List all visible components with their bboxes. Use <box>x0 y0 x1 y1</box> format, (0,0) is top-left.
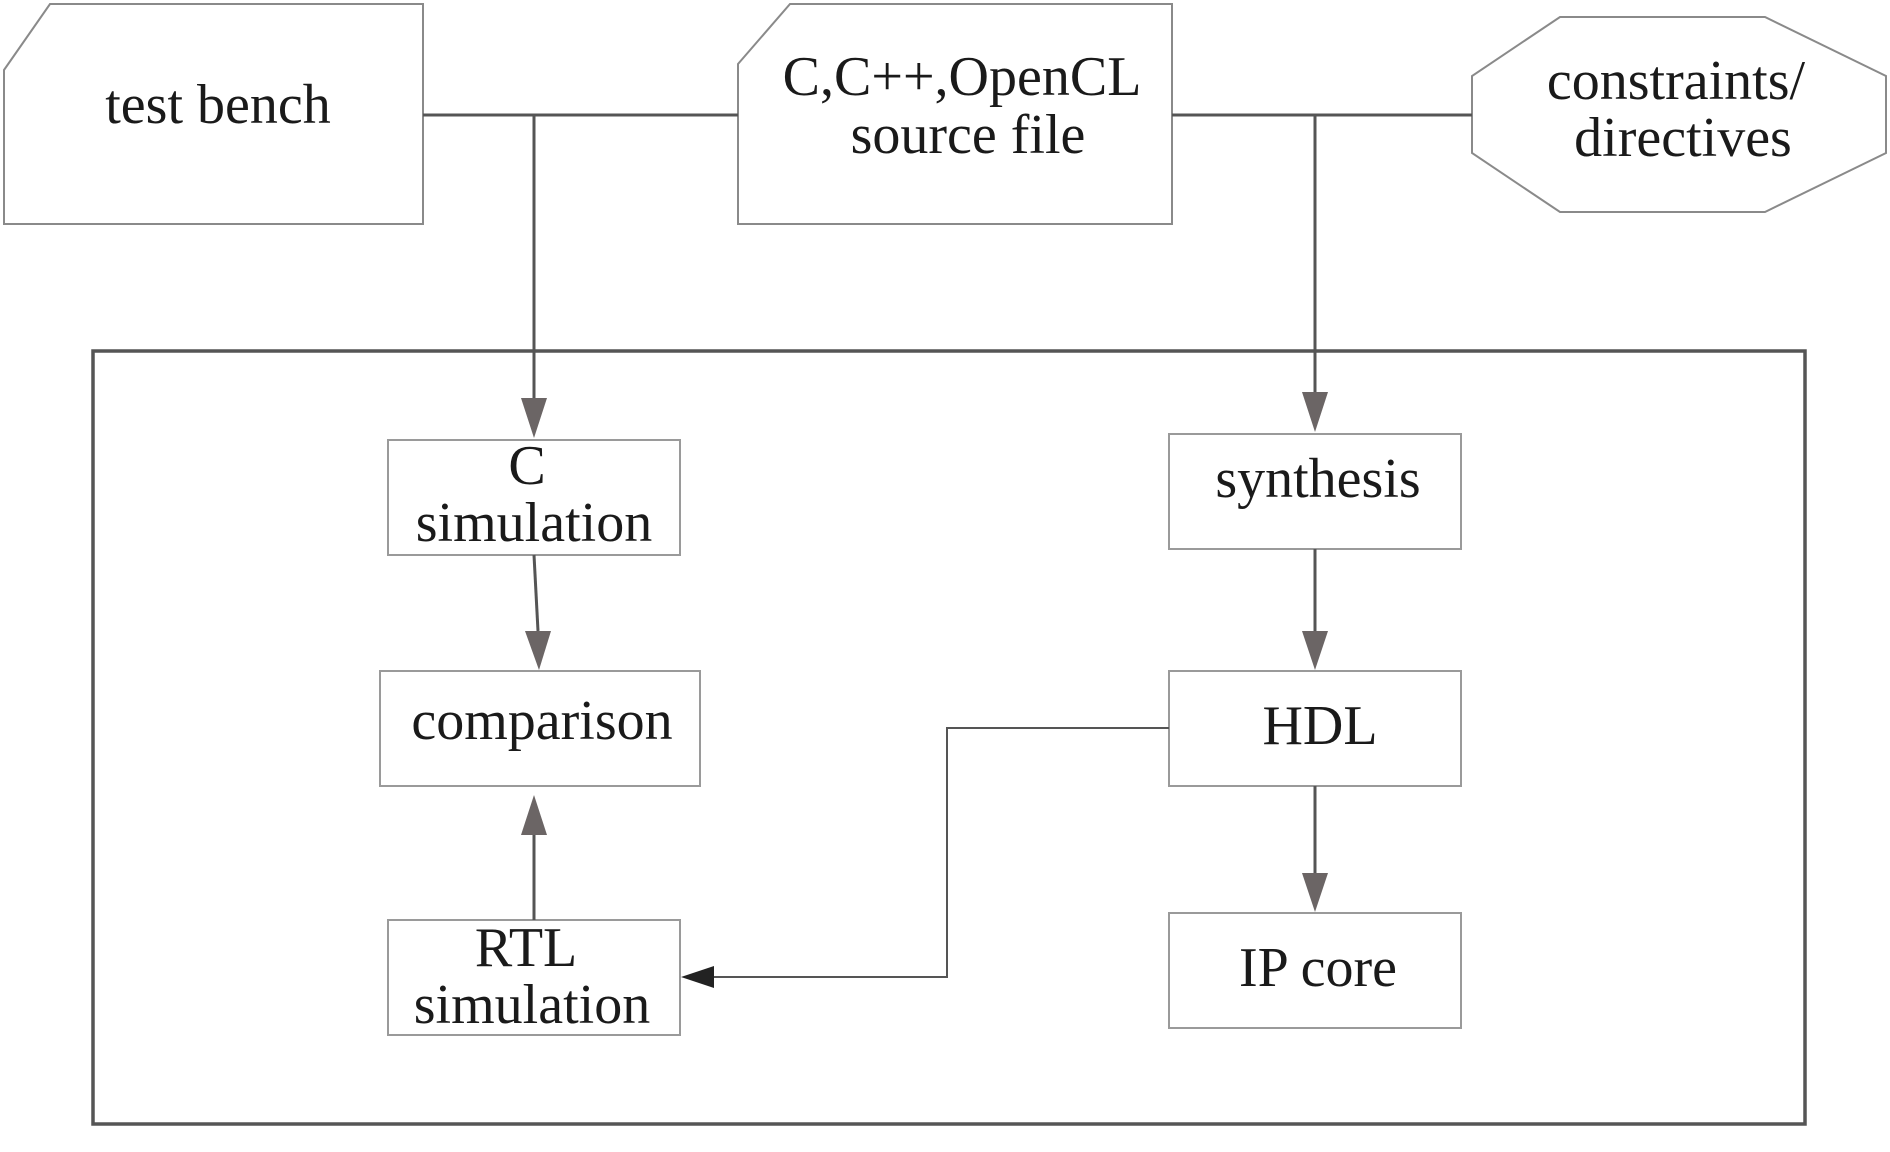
c-simulation-label: C simulation <box>416 435 652 554</box>
hdl-label-line-1: HDL <box>1262 695 1377 757</box>
ip-core-label-line-1: IP core <box>1239 937 1397 999</box>
constraints-shape <box>1471 16 1887 213</box>
synthesis-node: synthesis <box>1168 433 1462 550</box>
test-bench-label-line-1: test bench <box>105 74 330 136</box>
synthesis-label: synthesis <box>1215 448 1420 510</box>
ip-core-box <box>1168 912 1462 1029</box>
rtl-simulation-label-line-2: simulation <box>414 974 650 1036</box>
test-bench-label: test bench <box>105 74 330 136</box>
source-file-label-line-2: source file <box>851 104 1086 166</box>
constraints-label: constraints/ directives <box>1547 50 1819 169</box>
source-file-label: C,C++,OpenCL source file <box>783 46 1154 166</box>
comparison-label-line-1: comparison <box>411 690 672 752</box>
arrow-to-ip-core <box>1302 873 1328 912</box>
hdl-node: HDL <box>1168 670 1462 787</box>
c-simulation-node: C simulation <box>387 435 681 556</box>
ip-core-node: IP core <box>1168 912 1462 1029</box>
connector-hdl-to-rtlsim <box>714 727 1169 978</box>
comparison-node: comparison <box>379 670 701 787</box>
hdl-label: HDL <box>1262 695 1377 757</box>
synthesis-box <box>1168 433 1462 550</box>
arrow-to-comparison-bottom <box>521 795 547 835</box>
test-bench-shape <box>3 3 424 225</box>
constraints-label-line-1: constraints/ <box>1547 50 1806 112</box>
test-bench-node: test bench <box>3 3 424 225</box>
synthesis-label-line-1: synthesis <box>1215 448 1420 510</box>
rtl-simulation-label: RTL simulation <box>414 917 650 1036</box>
ip-core-label: IP core <box>1239 937 1397 999</box>
arrow-to-c-simulation <box>521 398 547 438</box>
arrow-to-comparison-top <box>525 631 551 670</box>
constraints-label-line-2: directives <box>1574 107 1792 169</box>
source-file-label-line-1: C,C++,OpenCL <box>783 46 1140 108</box>
source-file-shape <box>737 3 1173 225</box>
arrow-to-rtl-simulation <box>681 966 714 988</box>
arrow-to-hdl <box>1302 631 1328 670</box>
constraints-node: constraints/ directives <box>1471 16 1887 213</box>
c-simulation-label-line-2: simulation <box>416 492 652 554</box>
source-file-node: C,C++,OpenCL source file <box>737 3 1173 225</box>
connector-csim-to-comparison <box>532 554 540 632</box>
c-simulation-box <box>387 439 681 556</box>
rtl-simulation-node: RTL simulation <box>387 917 681 1036</box>
comparison-box <box>379 670 701 787</box>
comparison-label: comparison <box>411 690 672 752</box>
process-frame <box>91 349 1807 1126</box>
rtl-simulation-label-line-1: RTL <box>475 917 575 979</box>
arrow-to-synthesis <box>1302 392 1328 432</box>
c-simulation-label-line-1: C <box>508 435 545 497</box>
